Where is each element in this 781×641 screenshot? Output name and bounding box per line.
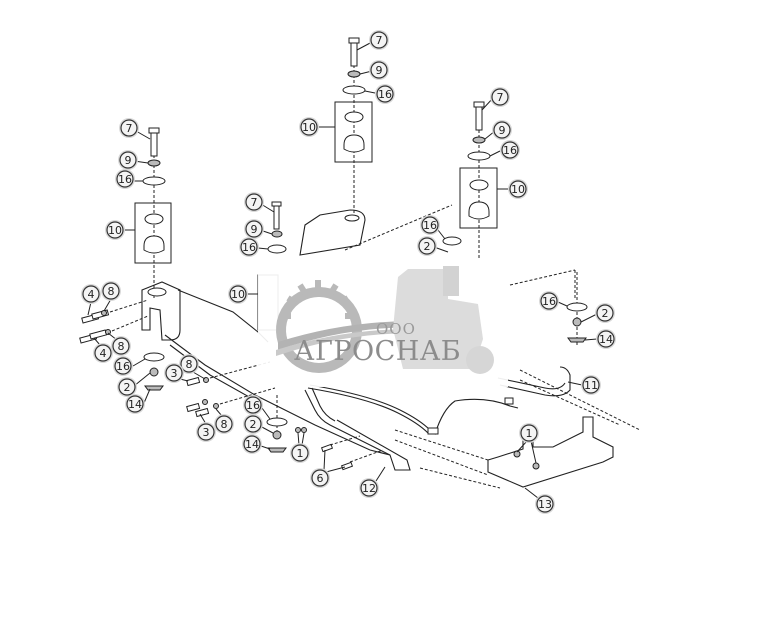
callout-number: 10: [302, 121, 316, 134]
callout-part-13: 13: [535, 494, 555, 514]
callout-part-14: 14: [596, 329, 616, 349]
callout-part-16: 16: [113, 356, 133, 376]
callout-number: 7: [497, 91, 504, 104]
callout-number: 10: [231, 288, 245, 301]
callout-part-8: 8: [214, 414, 234, 434]
callout-number: 16: [423, 219, 437, 232]
callout-part-6: 6: [310, 468, 330, 488]
callout-number: 3: [203, 426, 210, 439]
callout-part-10: 10: [508, 179, 528, 199]
callout-number: 16: [116, 360, 130, 373]
callout-number: 7: [251, 196, 258, 209]
callout-part-16: 16: [239, 237, 259, 257]
leader-lines: [87, 41, 598, 499]
callout-part-8: 8: [101, 281, 121, 301]
callout-number: 3: [171, 367, 178, 380]
callout-part-1: 1: [519, 423, 539, 443]
callout-number: 1: [526, 427, 533, 440]
callout-part-16: 16: [243, 395, 263, 415]
center-bracket: [299, 209, 366, 256]
callout-part-4: 4: [81, 284, 101, 304]
callout-part-10: 10: [105, 220, 125, 240]
callout-part-8: 8: [179, 354, 199, 374]
callout-number: 8: [108, 285, 115, 298]
watermark-company-name: АГРОСНАБ: [294, 336, 462, 367]
callout-part-7: 7: [369, 30, 389, 50]
callout-number: 8: [221, 418, 228, 431]
callout-part-16: 16: [115, 169, 135, 189]
callout-number: 14: [128, 398, 142, 411]
callout-part-2: 2: [417, 236, 437, 256]
rail-12: [304, 387, 411, 471]
callout-number: 7: [376, 34, 383, 47]
callout-part-16: 16: [500, 140, 520, 160]
callout-part-2: 2: [117, 377, 137, 397]
mount-stack-center: [334, 37, 373, 215]
watermark-prefix: ООО: [376, 320, 416, 338]
left-fasteners: [79, 299, 276, 418]
callout-number: 6: [317, 472, 324, 485]
callout-number: 11: [584, 379, 598, 392]
callout-number: 9: [376, 64, 383, 77]
callout-part-9: 9: [369, 60, 389, 80]
watermark-logo: ООО АГРОСНАБ: [258, 262, 508, 387]
callout-part-3: 3: [164, 363, 184, 383]
mount-stack-right: [344, 101, 498, 260]
callout-part-2: 2: [595, 303, 615, 323]
callout-part-14: 14: [242, 434, 262, 454]
callout-number: 9: [499, 124, 506, 137]
callout-number: 12: [362, 482, 376, 495]
callout-number: 16: [542, 295, 556, 308]
callout-number: 14: [599, 333, 613, 346]
callout-number: 2: [424, 240, 431, 253]
callout-number: 4: [88, 288, 95, 301]
callout-part-7: 7: [490, 87, 510, 107]
callout-part-10: 10: [299, 117, 319, 137]
callout-number: 9: [125, 154, 132, 167]
callout-number: 16: [118, 173, 132, 186]
callout-number: 8: [118, 340, 125, 353]
callout-part-10: 10: [228, 284, 248, 304]
callout-part-2: 2: [243, 414, 263, 434]
callout-number: 7: [126, 122, 133, 135]
callout-number: 2: [602, 307, 609, 320]
callout-number: 1: [297, 447, 304, 460]
callout-part-12: 12: [359, 478, 379, 498]
callout-number: 16: [378, 88, 392, 101]
callout-number: 10: [108, 224, 122, 237]
callout-number: 9: [251, 223, 258, 236]
callout-part-11: 11: [581, 375, 601, 395]
callout-number: 16: [503, 144, 517, 157]
bracket-11: [497, 269, 641, 431]
right-fasteners: [566, 272, 588, 345]
callout-part-1: 1: [290, 443, 310, 463]
mount-stack-left: [134, 127, 172, 300]
callout-part-7: 7: [119, 118, 139, 138]
callout-part-16: 16: [375, 84, 395, 104]
callout-part-9: 9: [118, 150, 138, 170]
callout-number: 10: [511, 183, 525, 196]
callout-number: 13: [538, 498, 552, 511]
callout-number: 16: [246, 399, 260, 412]
callout-part-7: 7: [244, 192, 264, 212]
callout-part-16: 16: [420, 215, 440, 235]
callout-number: 14: [245, 438, 259, 451]
callout-part-9: 9: [244, 219, 264, 239]
callout-part-16: 16: [539, 291, 559, 311]
callout-number: 8: [186, 358, 193, 371]
callout-part-9: 9: [492, 120, 512, 140]
callout-number: 2: [124, 381, 131, 394]
gear-combine-icon: [276, 266, 494, 374]
callout-number: 16: [242, 241, 256, 254]
cable-harness: [307, 384, 519, 435]
callout-number: 4: [100, 347, 107, 360]
callout-number: 2: [250, 418, 257, 431]
callout-part-8: 8: [111, 336, 131, 356]
callout-part-4: 4: [93, 343, 113, 363]
callout-part-3: 3: [196, 422, 216, 442]
callout-part-14: 14: [125, 394, 145, 414]
middle-fasteners: [266, 395, 384, 471]
